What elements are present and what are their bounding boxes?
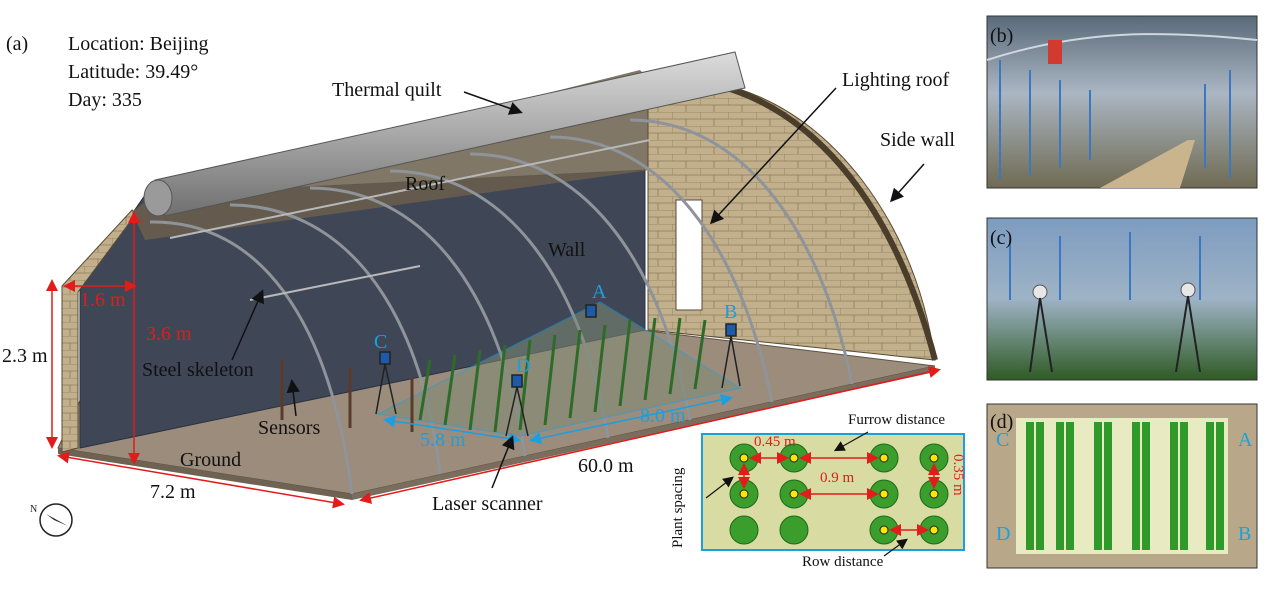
scanner-label-c: C <box>374 331 387 353</box>
info-location: Location: Beijing <box>68 33 209 55</box>
label-side-wall: Side wall <box>880 129 955 151</box>
photo-b <box>986 15 1258 189</box>
corner-label-c: C <box>996 429 1009 451</box>
scanner-label-b: B <box>724 301 737 323</box>
label-plant-spacing: Plant spacing <box>670 467 686 548</box>
label-row-distance: Row distance <box>802 554 884 570</box>
top-view-plant-columns <box>1026 422 1224 550</box>
panel-c-tag: (c) <box>990 227 1012 249</box>
label-wall: Wall <box>548 239 586 261</box>
plant-layout-inset <box>701 431 965 557</box>
dim-5-8: 5.8 m <box>420 429 466 451</box>
dim-60: 60.0 m <box>578 455 634 477</box>
label-thermal-quilt: Thermal quilt <box>332 79 442 101</box>
roof-purlins <box>169 139 651 301</box>
label-lighting-roof: Lighting roof <box>842 69 950 91</box>
inset-leaders <box>705 431 908 557</box>
panel-a-tag: (a) <box>6 33 28 55</box>
info-day: Day: 335 <box>68 89 142 111</box>
label-laser-scanner: Laser scanner <box>432 493 543 515</box>
corner-label-b: B <box>1238 523 1251 545</box>
dim-0-9: 0.9 m <box>820 470 855 486</box>
compass: N <box>30 503 73 537</box>
inset-dimension-arrows <box>738 452 940 536</box>
corner-label-a: A <box>1238 429 1253 451</box>
label-steel-skeleton: Steel skeleton <box>142 359 254 381</box>
scan-dimension-lines <box>383 393 733 445</box>
label-ground: Ground <box>180 449 241 471</box>
thermal-quilt-roll <box>143 51 746 217</box>
label-sensors: Sensors <box>258 417 320 439</box>
greenhouse-drawing <box>57 51 938 500</box>
scanner-label-a: A <box>592 281 607 303</box>
dim-0-45: 0.45 m <box>754 434 796 450</box>
panel-d-tag: (d) <box>990 411 1013 433</box>
corner-label-d: D <box>996 523 1010 545</box>
label-roof: Roof <box>405 173 445 195</box>
inset-plant-markers <box>739 453 939 535</box>
dim-7-2: 7.2 m <box>150 481 196 503</box>
photo-c <box>986 217 1258 381</box>
panel-b-tag: (b) <box>990 25 1013 47</box>
dim-8-0: 8.0 m <box>640 405 686 427</box>
dim-0-35: 0.35 m <box>950 454 966 496</box>
dim-3-6: 3.6 m <box>146 323 192 345</box>
dim-2-3: 2.3 m <box>2 345 48 367</box>
label-furrow-distance: Furrow distance <box>848 412 945 428</box>
info-latitude: Latitude: 39.49° <box>68 61 198 83</box>
top-view-d <box>986 403 1258 569</box>
dim-1-6: 1.6 m <box>80 289 126 311</box>
leader-arrows <box>231 87 925 489</box>
compass-letter: N <box>30 504 37 515</box>
scanner-label-d: D <box>516 355 530 377</box>
